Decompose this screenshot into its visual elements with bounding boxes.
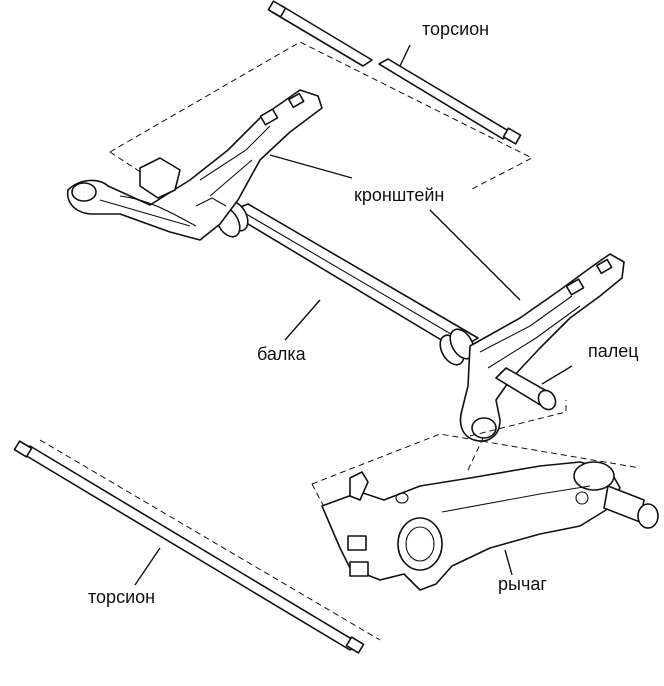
guide-lever (311, 433, 641, 485)
lever-assembly (311, 433, 659, 591)
label-beam: балка (255, 344, 308, 364)
leader-bracket-left (269, 154, 353, 179)
leader-pin (541, 365, 573, 385)
leader-torsion-bottom (134, 547, 161, 586)
label-pin: палец (586, 341, 641, 361)
leader-bracket-right (429, 209, 521, 301)
label-bracket: кронштейн (352, 185, 447, 205)
label-lever: рычаг (496, 574, 549, 594)
left-trailing-arm (66, 89, 323, 241)
leader-lever (504, 549, 513, 576)
leader-torsion-top (399, 44, 411, 67)
guide-top (109, 41, 534, 191)
label-torsion-top: торсион (420, 19, 492, 39)
torsion-bar-top (267, 0, 522, 145)
leader-beam (284, 299, 321, 341)
label-torsion-bottom: торсион (86, 587, 158, 607)
axle-beam (215, 200, 479, 366)
guide-middle (469, 400, 567, 437)
right-trailing-arm (459, 253, 625, 442)
torsion-bar-bottom (13, 440, 365, 654)
guide-bottom (39, 439, 381, 641)
